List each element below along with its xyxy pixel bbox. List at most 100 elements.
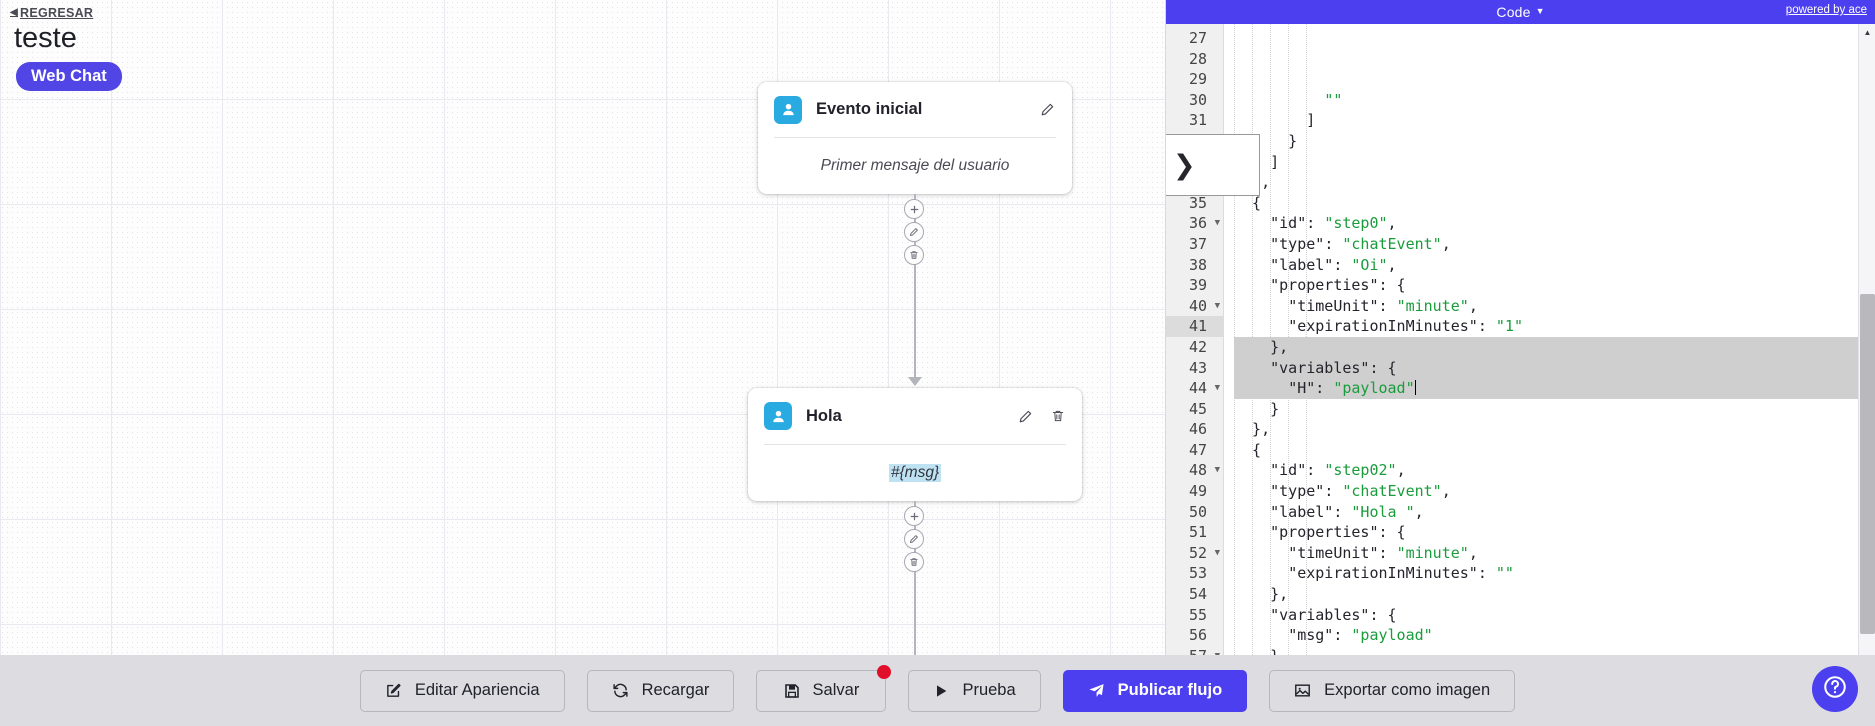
gutter-line[interactable]: 31 <box>1188 111 1207 130</box>
code-line[interactable]: "variables": { <box>1270 605 1397 624</box>
gutter-line[interactable]: 51 <box>1188 523 1207 542</box>
code-line[interactable]: "expirationInMinutes": "1" <box>1288 317 1523 336</box>
code-line[interactable]: "properties": { <box>1270 523 1406 542</box>
gutter-line[interactable]: 52▼ <box>1188 543 1220 562</box>
help-button[interactable] <box>1812 666 1858 712</box>
gutter-line[interactable]: 47 <box>1188 440 1207 459</box>
code-line[interactable]: "label": "Oi", <box>1270 255 1397 274</box>
gutter-line[interactable]: 49 <box>1188 482 1207 501</box>
flow-node-evento-inicial[interactable]: Evento inicial Primer mensaje del usuari… <box>758 82 1072 194</box>
gutter-line[interactable]: 53 <box>1188 564 1207 583</box>
gutter-line[interactable]: 57▼ <box>1166 646 1223 655</box>
code-line[interactable]: }, <box>1234 585 1289 604</box>
plus-icon[interactable] <box>904 506 924 526</box>
node-divider <box>774 137 1056 138</box>
code-line[interactable]: }, <box>1234 420 1271 439</box>
code-line[interactable]: "timeUnit": "minute", <box>1288 543 1478 562</box>
flow-canvas[interactable]: ◀ REGRESAR teste Web Chat Evento inicial <box>0 0 1165 655</box>
gutter-line[interactable]: 45 <box>1188 399 1207 418</box>
gutter-line[interactable]: 54 <box>1188 585 1207 604</box>
editor-body[interactable]: 272829303132▼33343536▼37383940▼41424344▼… <box>1166 24 1875 655</box>
connector-line-2 <box>914 501 916 655</box>
chevron-down-icon[interactable]: ▼ <box>1535 6 1545 16</box>
edit-icon[interactable] <box>1017 408 1034 425</box>
code-line[interactable]: "expirationInMinutes": "" <box>1288 564 1514 583</box>
code-line[interactable]: { <box>1234 440 1262 459</box>
code-line[interactable]: "id": "step02", <box>1270 461 1406 480</box>
gutter-line[interactable]: 39 <box>1188 276 1207 295</box>
code-line[interactable]: } <box>1234 646 1875 655</box>
editor-code-area[interactable]: "" ] } ] }, { "id": "step0", "type": "ch… <box>1224 24 1875 655</box>
pencil-icon[interactable] <box>904 222 924 242</box>
gutter-line[interactable]: 40▼ <box>1188 296 1220 315</box>
code-line[interactable]: ] <box>1270 152 1280 171</box>
flow-node-hola[interactable]: Hola #{msg} <box>748 388 1082 501</box>
connector-controls-1 <box>904 199 924 265</box>
gutter-line[interactable]: 30 <box>1188 90 1207 109</box>
code-line[interactable]: "H": "payload" <box>1234 378 1875 399</box>
powered-by-link[interactable]: powered by ace <box>1785 4 1867 16</box>
scroll-up-arrow-icon[interactable]: ▲ <box>1863 28 1872 37</box>
gutter-line[interactable]: 46 <box>1188 420 1207 439</box>
code-line[interactable]: "type": "chatEvent", <box>1270 234 1451 253</box>
reload-button[interactable]: Recargar <box>586 669 735 712</box>
save-disk-icon <box>784 683 800 699</box>
gutter-line[interactable]: 43 <box>1188 358 1207 377</box>
editor-scrollbar[interactable]: ▲ <box>1858 24 1875 655</box>
code-line[interactable]: "msg": "payload" <box>1288 626 1433 645</box>
edit-icon[interactable] <box>1039 101 1056 118</box>
gutter-line[interactable]: 27 <box>1188 29 1207 47</box>
code-line[interactable]: "id": "step0", <box>1270 214 1397 233</box>
code-line[interactable]: } <box>1234 131 1298 150</box>
fold-toggle-icon: ▼ <box>1214 547 1220 558</box>
code-line[interactable]: } <box>1234 399 1280 418</box>
code-line[interactable]: "label": "Hola ", <box>1270 502 1424 521</box>
connector-arrow-1 <box>908 377 922 386</box>
back-link[interactable]: ◀ REGRESAR <box>10 6 93 20</box>
code-line[interactable]: }, <box>1252 173 1271 192</box>
fold-toggle-icon: ▼ <box>1214 465 1220 476</box>
gutter-line[interactable]: 44▼ <box>1188 379 1220 398</box>
bottom-toolbar: Editar Apariencia Recargar <box>0 655 1875 726</box>
trash-icon[interactable] <box>904 245 924 265</box>
code-line[interactable]: "timeUnit": "minute", <box>1288 296 1478 315</box>
plus-icon[interactable] <box>904 199 924 219</box>
code-line[interactable]: "type": "chatEvent", <box>1270 482 1451 501</box>
code-line[interactable]: "properties": { <box>1270 276 1406 295</box>
publish-flow-button[interactable]: Publicar flujo <box>1062 669 1248 712</box>
test-button[interactable]: Prueba <box>908 669 1041 712</box>
gutter-line[interactable]: 37 <box>1188 234 1207 253</box>
code-line[interactable]: }, <box>1234 336 1875 358</box>
editor-title[interactable]: Code <box>1496 4 1531 20</box>
gutter-line[interactable]: 35 <box>1188 193 1207 212</box>
gutter-line[interactable]: 36▼ <box>1188 214 1220 233</box>
gutter-line[interactable]: 28 <box>1188 49 1207 68</box>
gutter-line[interactable]: 55 <box>1188 605 1207 624</box>
gutter-line[interactable]: 50 <box>1188 502 1207 521</box>
gutter-line[interactable]: 38 <box>1188 255 1207 274</box>
save-button[interactable]: Salvar <box>756 664 892 712</box>
gutter-line[interactable]: 29 <box>1188 70 1207 89</box>
variable-token: #{msg} <box>888 463 942 482</box>
button-label: Editar Apariencia <box>414 681 540 699</box>
scrollbar-thumb[interactable] <box>1860 294 1875 634</box>
edit-square-icon <box>385 682 402 699</box>
pencil-icon[interactable] <box>904 529 924 549</box>
gutter-line[interactable]: 41 <box>1166 316 1223 337</box>
code-line[interactable]: "" <box>1324 90 1343 109</box>
editor-gutter[interactable]: 272829303132▼33343536▼37383940▼41424344▼… <box>1166 24 1224 655</box>
edit-appearance-button[interactable]: Editar Apariencia <box>359 669 565 712</box>
button-label: Salvar <box>812 681 860 699</box>
gutter-line[interactable]: 48▼ <box>1188 461 1220 480</box>
trash-icon[interactable] <box>1049 408 1066 425</box>
code-line[interactable]: ] <box>1234 111 1316 130</box>
gutter-line[interactable]: 42 <box>1188 337 1207 356</box>
code-line[interactable]: "variables": { <box>1234 357 1875 379</box>
button-label: Prueba <box>962 681 1016 699</box>
gutter-line[interactable]: 56 <box>1188 626 1207 645</box>
export-image-button[interactable]: Exportar como imagen <box>1269 669 1516 712</box>
unsaved-changes-badge <box>877 664 892 679</box>
editor-fold-widget[interactable]: ❯ <box>1166 134 1260 196</box>
trash-icon[interactable] <box>904 552 924 572</box>
code-line[interactable]: { <box>1234 193 1262 212</box>
